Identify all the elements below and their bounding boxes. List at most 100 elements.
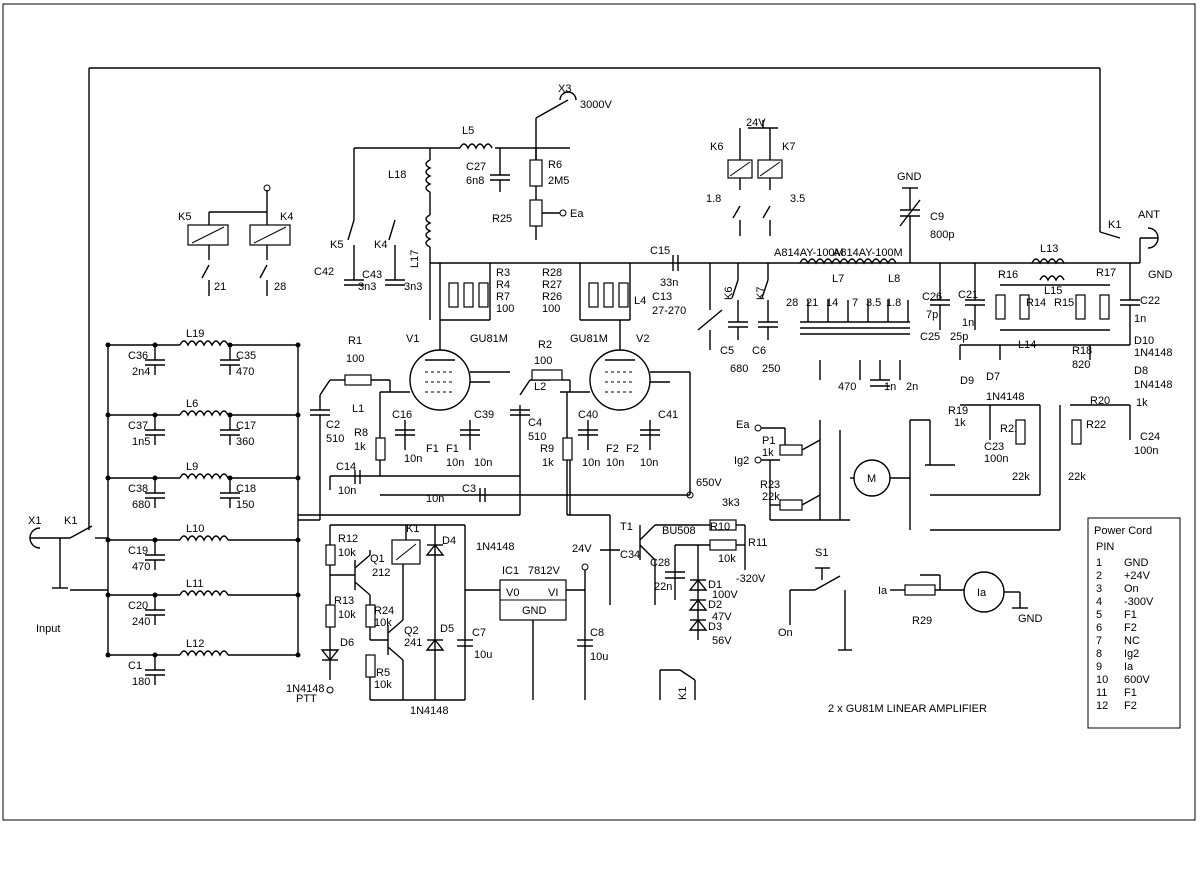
filter-cap-ref: C17 (236, 420, 256, 432)
q1-value: 212 (372, 567, 390, 579)
k6-relay-label: K6 (710, 141, 723, 153)
c25-value: 25p (950, 331, 968, 343)
filter-cap-value: 470 (132, 561, 150, 573)
r13-value: 10k (338, 609, 356, 621)
r10-value: 3k3 (722, 497, 740, 509)
power-cord-pin-number: 1 (1096, 557, 1102, 569)
filter-coil-label: L19 (186, 328, 204, 340)
plate-resistor-banks: R3 R4 R7 100 R28 R27 R26 100 L4 (439, 263, 646, 321)
q2-value: 241 (404, 637, 422, 649)
k1-relay-label: K1 (406, 523, 419, 535)
f1b-label: F1 (446, 443, 459, 455)
r27-label: R27 (542, 279, 562, 291)
k5-contact-label: K5 (330, 239, 343, 251)
f1a-label: F1 (426, 443, 439, 455)
ptt-driver: R12 10k Q1 212 K1 D4 1N4148 R13 10k R24 … (286, 523, 515, 717)
f2b-label: F2 (626, 443, 639, 455)
l7-label: L7 (832, 273, 844, 285)
band-21: 21 (806, 297, 818, 309)
c2-value: 510 (326, 433, 344, 445)
r20-label: R20 (1090, 395, 1110, 407)
ea2-label: Ea (736, 419, 750, 431)
r1-value: 100 (346, 353, 364, 365)
r9-value: 1k (542, 457, 554, 469)
d9-label: D9 (960, 375, 974, 387)
k4-label: K4 (280, 211, 293, 223)
power-cord-pin-name: GND (1124, 557, 1149, 569)
d8-label: D8 (1134, 365, 1148, 377)
gnd-ia-label: GND (1018, 613, 1043, 625)
c40-value: 10n (582, 457, 600, 469)
d7-label: D7 (986, 371, 1000, 383)
c28-value: 22n (654, 581, 672, 593)
c24-label: C24 (1140, 431, 1160, 443)
filter-cap-ref: C19 (128, 545, 148, 557)
filter-cap-ref: C37 (128, 420, 148, 432)
ia-label: Ia (878, 585, 888, 597)
d6-label: D6 (340, 637, 354, 649)
ic-gnd-label: GND (522, 605, 547, 617)
d4-value: 1N4148 (476, 541, 515, 553)
c24-value: 100n (1134, 445, 1158, 457)
c9-label: C9 (930, 211, 944, 223)
power-cord-title: Power Cord (1094, 525, 1152, 537)
c43-label: C43 (362, 269, 382, 281)
r11-label: R11 (748, 537, 767, 549)
l1-label: L1 (352, 403, 364, 415)
power-cord-pin-name: F1 (1124, 687, 1137, 699)
power-cord-pin-header: PIN (1096, 541, 1114, 553)
r5-value: 10k (374, 679, 392, 691)
c6-value: 250 (762, 363, 780, 375)
gnd-top-label: GND (897, 171, 922, 183)
l18-label: L18 (388, 169, 406, 181)
r22-label: R22 (1086, 419, 1106, 431)
filter-cap-ref: C1 (128, 660, 142, 672)
r25-label: R25 (492, 213, 512, 225)
v1-ref: V1 (406, 333, 419, 345)
power-cord-pin-number: 4 (1096, 596, 1102, 608)
d10-value: 1N4148 (1134, 347, 1173, 359)
ptt-label: PTT (296, 693, 317, 705)
r2-label: R2 (538, 339, 552, 351)
r13-label: R13 (334, 595, 354, 607)
power-cord-pin-name: +24V (1124, 570, 1151, 582)
d10-label: D10 (1134, 335, 1154, 347)
x3-label: X3 (558, 83, 571, 95)
relays-k5-k4: K5 K4 21 28 (178, 184, 293, 296)
power-cord-pin-name: On (1124, 583, 1139, 595)
meter-switching: Ea P1 1k Ig2 R23 22k M (734, 419, 955, 530)
c21-value: 1n (962, 317, 974, 329)
c3-label: C3 (462, 483, 476, 495)
d3-value: 56V (712, 635, 732, 647)
c16-value: 10n (404, 453, 422, 465)
c27-value: 6n8 (466, 175, 484, 187)
filter-coil-label: L10 (186, 523, 204, 535)
ic-vi-label: VI (548, 587, 558, 599)
ant-label: ANT (1138, 209, 1160, 221)
k7-relay-label: K7 (782, 141, 795, 153)
d1n4148-label: 1N4148 (986, 391, 1025, 403)
r5-label: R5 (376, 667, 390, 679)
c13-label: C13 (652, 291, 672, 303)
ea-label: Ea (570, 208, 584, 220)
r19-value: 1k (954, 417, 966, 429)
r11-value: 10k (718, 553, 736, 565)
c23-label: C23 (984, 441, 1004, 453)
r22k-b: 22k (1068, 471, 1086, 483)
r26-label: R26 (542, 291, 562, 303)
c25-label: C25 (920, 331, 940, 343)
c22-value: 1n (1134, 313, 1146, 325)
c8-label: C8 (590, 627, 604, 639)
cap-470: 470 (838, 381, 856, 393)
filter-cap-ref: C38 (128, 483, 148, 495)
d2-value: 47V (712, 611, 732, 623)
r10-label: R10 (710, 521, 730, 533)
d1-value: 100V (712, 589, 738, 601)
power-cord-pin-name: NC (1124, 635, 1140, 647)
r12-value: 10k (338, 547, 356, 559)
d5-label: D5 (440, 623, 454, 635)
gnd-ant-label: GND (1148, 269, 1173, 281)
c4-label: C4 (528, 417, 542, 429)
r6-label: R6 (548, 159, 562, 171)
